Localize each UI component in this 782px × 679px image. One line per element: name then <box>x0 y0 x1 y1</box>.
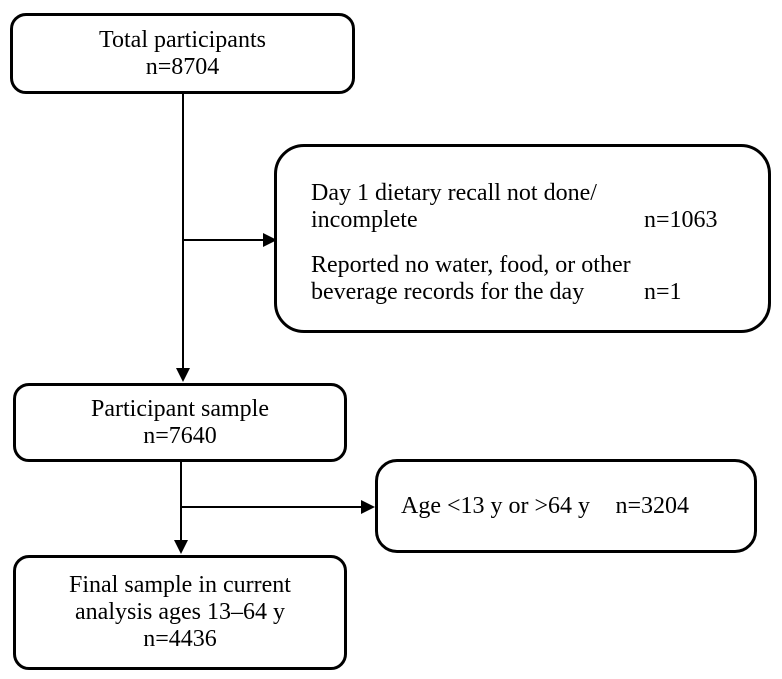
box-exclusion-age: Age <13 y or >64 y n=3204 <box>375 459 757 553</box>
final-sample-label-line1: Final sample in current <box>69 572 291 598</box>
exclusion-entry-no-records: Reported no water, food, or other bevera… <box>311 252 740 306</box>
total-participants-label: Total participants <box>99 26 266 53</box>
box-participant-sample: Participant sample n=7640 <box>13 383 347 462</box>
total-participants-count: n=8704 <box>145 53 220 80</box>
exclusion-entry-line: incomplete <box>311 207 418 233</box>
box-final-sample: Final sample in current analysis ages 13… <box>13 555 347 670</box>
exclusion-entry-dietary-recall: Day 1 dietary recall not done/ incomplet… <box>311 180 740 234</box>
exclusion-age-label: Age <13 y or >64 y <box>401 492 591 519</box>
arrowhead-right-2 <box>361 500 375 514</box>
exclusion-entry-label: Day 1 dietary recall not done/ incomplet… <box>311 180 636 234</box>
final-sample-label-line2: analysis ages 13–64 y <box>75 599 285 625</box>
arrowhead-down-1 <box>176 368 190 382</box>
exclusion-entry-label: Reported no water, food, or other bevera… <box>311 252 636 306</box>
exclusion-entry-count: n=1063 <box>644 207 718 233</box>
exclusion-entry-line: beverage records for the day <box>311 279 585 305</box>
exclusion-entry-line: Day 1 dietary recall not done/ <box>311 180 597 206</box>
arrowhead-down-2 <box>174 540 188 554</box>
participant-sample-label: Participant sample <box>91 395 269 422</box>
exclusion-entry-count: n=1 <box>644 279 682 305</box>
box-exclusion-dietary: Day 1 dietary recall not done/ incomplet… <box>274 144 771 333</box>
participant-sample-count: n=7640 <box>143 422 217 449</box>
exclusion-age-count: n=3204 <box>615 492 689 519</box>
final-sample-count: n=4436 <box>143 626 217 652</box>
box-total-participants: Total participants n=8704 <box>10 13 355 94</box>
arrowhead-right-1 <box>263 233 277 247</box>
exclusion-entry-line: Reported no water, food, or other <box>311 252 631 278</box>
